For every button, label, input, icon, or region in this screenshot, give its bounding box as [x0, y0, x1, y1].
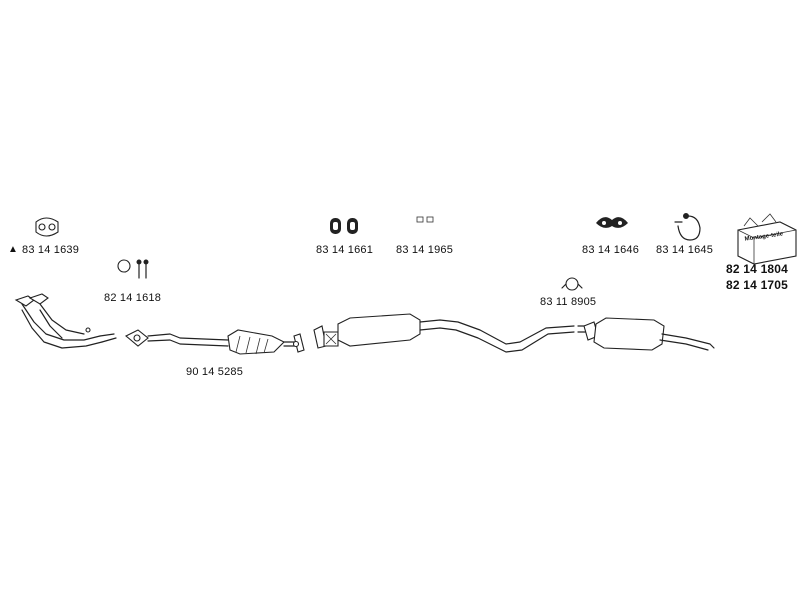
part-number-hanger-bracket: 83 14 1645 — [656, 244, 714, 256]
part-number-small-clips: 83 14 1965 — [396, 244, 454, 256]
part-number-downpipe-catalyst: 90 14 5285 — [186, 366, 244, 378]
rear-silencer-section — [577, 317, 715, 351]
clamp-icon — [561, 277, 583, 291]
part-number-ring-studs: 82 14 1618 — [104, 292, 162, 304]
part-number-mounting-kit-1: 82 14 1804 — [726, 262, 789, 276]
strap-mount-icon — [596, 217, 628, 228]
small-clips-icon — [416, 216, 434, 223]
part-number-strap-mount: 83 14 1646 — [582, 244, 640, 256]
rubber-mounts-icon — [330, 218, 358, 234]
front-gasket-icon — [35, 217, 59, 237]
front-silencer-section — [313, 313, 575, 353]
mounting-kit-box-icon — [737, 213, 797, 265]
triangle-marker-icon: ▲ — [8, 244, 18, 255]
front-downpipe — [14, 293, 117, 349]
hanger-bracket-icon — [674, 213, 701, 241]
catalyst-section — [125, 329, 305, 355]
part-number-rubber-mounts: 83 14 1661 — [316, 244, 374, 256]
part-number-mounting-kit-2: 82 14 1705 — [726, 278, 789, 292]
part-number-gasket-front: 83 14 1639 — [22, 244, 80, 256]
part-number-clamp: 83 11 8905 — [540, 296, 597, 308]
ring-and-studs-icon — [117, 259, 149, 279]
